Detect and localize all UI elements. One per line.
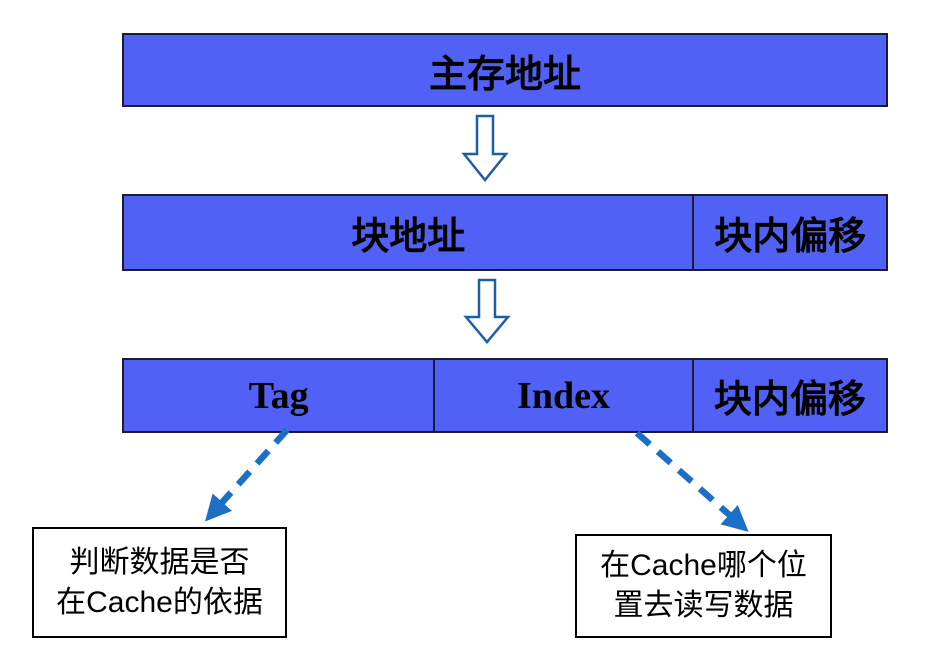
block-offset-label-2: 块内偏移 <box>691 360 886 431</box>
main-memory-address-bar: 主存地址 <box>122 33 888 107</box>
tag-note-box: 判断数据是否 在Cache的依据 <box>32 527 287 638</box>
down-arrow-icon <box>463 278 511 344</box>
index-label: Index <box>433 360 691 431</box>
main-memory-address-label: 主存地址 <box>428 53 581 96</box>
index-note-line2: 置去读写数据 <box>613 589 794 622</box>
tag-note-line2: 在Cache的依据 <box>56 585 263 619</box>
tag-label: Tag <box>248 374 309 417</box>
dashed-arrow-index-icon <box>634 430 749 532</box>
tag-note-line1: 判断数据是否 <box>69 545 250 579</box>
dashed-arrow-tag-icon <box>204 427 290 522</box>
tag-index-offset-bar: Tag Index 块内偏移 <box>122 358 888 433</box>
down-arrow-icon <box>461 114 509 182</box>
index-note-line1: 在Cache哪个位 <box>600 549 807 582</box>
block-address-bar: 块地址 块内偏移 <box>122 194 888 271</box>
block-offset-label: 块内偏移 <box>692 196 886 269</box>
block-address-label: 块地址 <box>351 216 466 258</box>
index-note-box: 在Cache哪个位 置去读写数据 <box>575 534 832 638</box>
